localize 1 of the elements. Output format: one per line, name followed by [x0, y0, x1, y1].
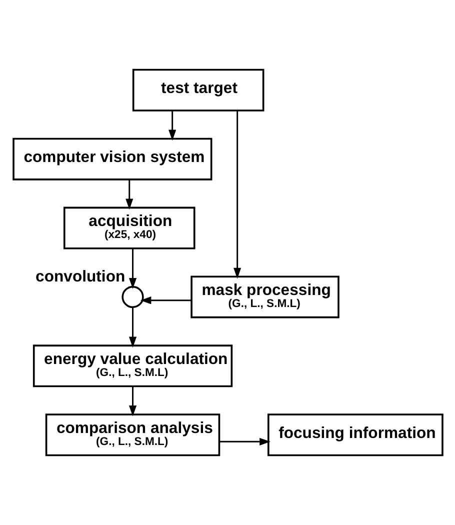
node-label: convolution — [35, 268, 125, 286]
